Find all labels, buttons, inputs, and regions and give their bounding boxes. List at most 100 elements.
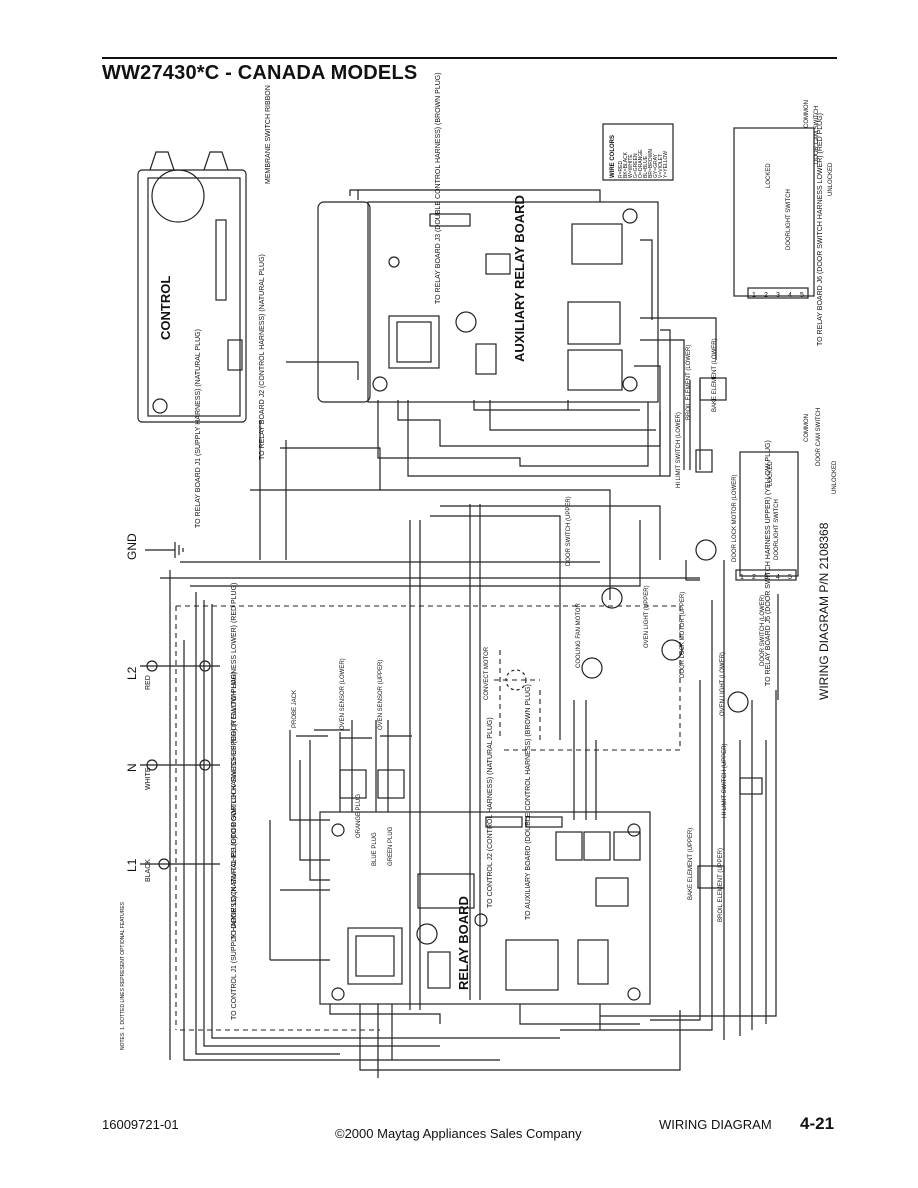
doorlight-lower-label: DOORLIGHT SWITCH — [786, 189, 792, 250]
pin-upper-1: 1 — [740, 574, 744, 581]
pin-lower-2: 2 — [764, 292, 768, 299]
pin-lower-5: 5 — [800, 292, 804, 299]
wire-color-1: BK=BLACK — [623, 151, 629, 178]
probe-jack-label: PROBE JACK — [292, 690, 298, 728]
to-control-j1-label: TO CONTROL J1 (SUPPLY HARNESS) (NATURAL … — [231, 836, 238, 1020]
hi-limit-upper-switch — [739, 777, 763, 795]
plug-green — [377, 769, 405, 799]
to-door-upper-label: TO DOOR LOCK SWITCHES (DOOR SWITCH HARNE… — [231, 672, 238, 940]
l1-label: L1 — [125, 858, 139, 872]
to-relay-j1-label: TO RELAY BOARD J1 (SUPPLY HARNESS) (NATU… — [195, 329, 202, 528]
wiring-diagram-part-label: WIRING DIAGRAM P/N 2108368 — [817, 522, 831, 700]
oven-light-lower-bulb — [727, 691, 749, 713]
oven-sensor-upper-label: OVEN SENSOR (UPPER) — [378, 660, 384, 730]
convect-motor — [505, 669, 527, 691]
blue-plug-label: BLUE PLUG — [372, 832, 378, 866]
door-cam-box-upper — [739, 451, 799, 577]
n-label: N — [125, 763, 139, 772]
common-lower-label: COMMON — [804, 100, 810, 128]
unlocked-upper-label: UNLOCKED — [832, 460, 838, 494]
wire-color-5: BL=BLUE — [643, 155, 649, 178]
oven-light-lower-label: OVEN LIGHT (LOWER) — [720, 652, 726, 716]
wire-color-7: GY=GRAY — [653, 153, 659, 178]
bake-broil-upper-elements — [697, 865, 725, 889]
wire-color-6: BR=BROWN — [648, 149, 654, 178]
door-cam-upper-label: DOOR CAM SWITCH — [816, 408, 822, 466]
pin-upper-2: 2 — [752, 574, 756, 581]
plug-orange — [339, 769, 367, 799]
bake-broil-lower-elements — [699, 377, 727, 401]
auxiliary-board-label: AUXILIARY RELAY BOARD — [512, 195, 527, 362]
door-lock-motor-lower-label: DOOR LOCK MOTOR (LOWER) — [732, 474, 738, 562]
notes-label: NOTES: 1. DOTTED LINES REPRESENT OPTIONA… — [120, 901, 126, 1050]
pin-lower-3: 3 — [776, 292, 780, 299]
to-control-j2-label: TO CONTROL J2 (CONTROL HARNESS) (NATURAL… — [487, 717, 494, 908]
optional-wiring — [175, 605, 681, 1031]
door-lock-motor-upper-label: DOOR LOCK MOTOR (UPPER) — [680, 592, 686, 678]
to-aux-board-label: TO AUXILIARY BOARD (DOUBLE CONTROL HARNE… — [525, 684, 532, 920]
cooling-fan-label: COOLING FAN MOTOR — [576, 602, 582, 668]
door-cam-lower-label: DOOR CAM SWITCH — [814, 106, 820, 164]
orange-plug-label: ORANGE PLUG — [356, 794, 362, 838]
wire-color-3: G=GREEN — [633, 153, 639, 178]
ground-symbol — [145, 542, 184, 558]
black-label: BLACK — [145, 859, 152, 882]
membrane-label: MEMBRANE SWITCH RIBBON — [265, 85, 272, 184]
footer-copyright: ©2000 Maytag Appliances Sales Company — [335, 1126, 582, 1141]
oven-light-upper-bulb — [601, 587, 623, 609]
broil-lower-label: BROIL ELEMENT (LOWER) — [686, 345, 692, 420]
cooling-fan-motor — [581, 657, 603, 679]
to-relay-j3-label: TO RELAY BOARD J3 (DOUBLE CONTROL HARNES… — [435, 72, 442, 304]
oven-light-upper-label: OVEN LIGHT (UPPER) — [644, 585, 650, 648]
to-door-lower-label: TO DOOR LOCK SWITCHES (DOOR SWITCH HARNE… — [231, 583, 238, 838]
header-rule — [102, 57, 837, 59]
footer-part-number: 16009721-01 — [102, 1117, 179, 1132]
wire-color-8: V=VIOLET — [658, 154, 664, 178]
broil-upper-label: BROIL ELEMENT (UPPER) — [718, 848, 724, 922]
gnd-label: GND — [125, 533, 139, 560]
wire-color-0: R=RED — [618, 161, 624, 178]
control-board — [137, 151, 247, 423]
auxiliary-relay-board — [317, 201, 659, 403]
unlocked-lower-label: UNLOCKED — [828, 162, 834, 196]
locked-upper-label: LOCKED — [768, 461, 774, 486]
door-switch-upper-label: DOOR SWITCH (UPPER) — [566, 496, 572, 566]
door-cam-box-lower — [733, 127, 815, 297]
relay-board-label: RELAY BOARD — [456, 896, 471, 990]
pin-block-upper — [735, 569, 797, 581]
hi-limit-lower-switch — [695, 449, 713, 473]
wire-color-4: O=ORANGE — [638, 149, 644, 178]
to-relay-j5-label: TO RELAY BOARD J5 (DOOR SWITCH HARNESS U… — [765, 440, 772, 686]
door-switch-lower-label: DOOR SWITCH (LOWER) — [760, 595, 766, 666]
red-label: RED — [145, 675, 152, 690]
l2-label: L2 — [125, 666, 139, 680]
bake-upper-label: BAKE ELEMENT (UPPER) — [688, 828, 694, 900]
locked-lower-label: LOCKED — [766, 163, 772, 188]
wire-color-9: Y=YELLOW — [663, 151, 669, 178]
green-plug-label: GREEN PLUG — [388, 826, 394, 866]
hi-limit-lower-label: HI LIMIT SWITCH (LOWER) — [676, 412, 682, 488]
control-board-label: CONTROL — [158, 276, 173, 340]
oven-sensor-lower-label: OVEN SENSOR (LOWER) — [340, 658, 346, 730]
pin-upper-5: 5 — [788, 574, 792, 581]
convect-motor-label: CONVECT MOTOR — [484, 646, 490, 700]
page-title: WW27430*C - CANADA MODELS — [102, 62, 418, 84]
pin-block-lower — [747, 287, 809, 299]
white-label: WHITE — [145, 767, 152, 790]
hi-limit-upper-label: HI LIMIT SWITCH (UPPER) — [722, 743, 728, 818]
pin-lower-4: 4 — [788, 292, 792, 299]
to-relay-j2-label: TO RELAY BOARD J2 (CONTROL HARNESS) (NAT… — [259, 254, 266, 460]
bake-lower-label: BAKE ELEMENT (LOWER) — [712, 338, 718, 412]
common-upper-label: COMMON — [804, 414, 810, 442]
pin-upper-3: 3 — [764, 574, 768, 581]
doorlight-upper-label: DOORLIGHT SWITCH — [774, 499, 780, 560]
wire-color-2: W=WHITE — [628, 154, 634, 178]
relay-board — [319, 811, 651, 1005]
pin-lower-1: 1 — [752, 292, 756, 299]
footer-page-number: 4-21 — [800, 1114, 835, 1133]
door-lock-motor-upper — [661, 639, 683, 661]
footer-section: WIRING DIAGRAM — [659, 1117, 772, 1132]
wire-color-legend-box — [602, 123, 674, 181]
door-lock-motor-lower — [695, 539, 717, 561]
